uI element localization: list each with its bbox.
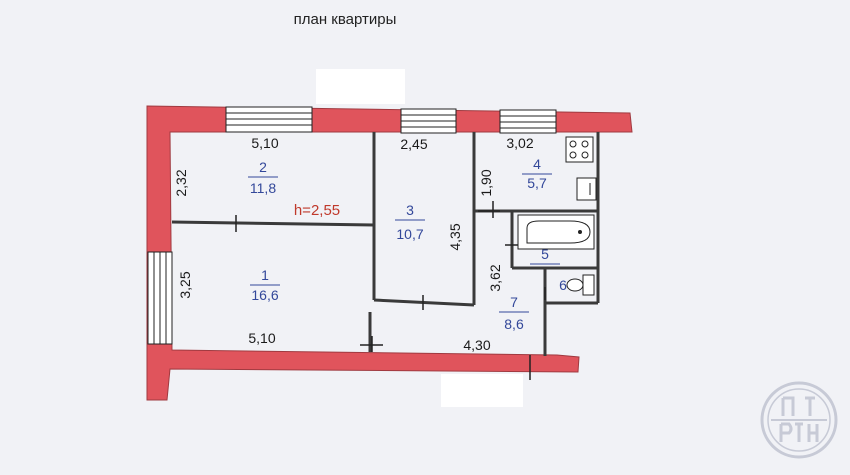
room-area: 5,7	[527, 175, 547, 191]
dim-room2-side: 2,32	[173, 169, 189, 196]
window-left	[147, 251, 173, 345]
room-number: 7	[510, 294, 518, 310]
stove-icon	[565, 136, 594, 163]
window-top-1	[225, 106, 313, 133]
ceiling-height-label: h=2,55	[294, 202, 340, 219]
room-number: 4	[533, 156, 541, 172]
dim-room3-side: 4,35	[447, 223, 463, 250]
room-area: 10,7	[396, 226, 423, 242]
room-6-label: 6	[559, 277, 567, 293]
watermark-logo	[760, 381, 838, 459]
page-title: план квартиры	[293, 11, 397, 28]
room-5-label: 5	[530, 246, 560, 265]
room-3-label: 3 10,7	[395, 202, 425, 242]
room-number: 2	[259, 159, 267, 175]
dim-room3-top: 2,45	[400, 136, 427, 152]
room-1-label: 1 16,6	[250, 267, 280, 303]
dim-room4-top: 3,02	[506, 135, 533, 151]
dim-hall-bottom: 4,30	[463, 337, 490, 353]
room-area: 8,6	[504, 316, 524, 332]
window-top-3	[499, 109, 557, 134]
bathtub-icon	[517, 214, 595, 250]
window-top-2	[400, 108, 457, 134]
dim-room4-side: 1,90	[478, 169, 494, 196]
redaction-box-top	[316, 69, 405, 104]
exterior-walls	[146, 105, 633, 401]
room-area: 16,6	[251, 287, 278, 303]
room-7-label: 7 8,6	[499, 294, 529, 332]
sink-icon	[576, 177, 597, 201]
redaction-box-bottom	[441, 374, 523, 407]
dim-room1-bottom: 5,10	[248, 330, 275, 346]
toilet-icon	[566, 274, 595, 296]
door-marks	[235, 201, 546, 380]
room-number: 3	[406, 202, 414, 218]
dim-hall-side: 3,62	[487, 264, 503, 291]
dim-room1-side: 3,25	[177, 271, 193, 298]
room-2-label: 2 11,8	[248, 159, 278, 196]
dim-room2-top: 5,10	[251, 135, 278, 151]
room-4-label: 4 5,7	[522, 156, 552, 191]
room-area: 11,8	[250, 180, 276, 196]
room-number: 1	[261, 267, 269, 283]
room-number: 6	[559, 277, 567, 293]
room-number: 5	[541, 246, 549, 262]
